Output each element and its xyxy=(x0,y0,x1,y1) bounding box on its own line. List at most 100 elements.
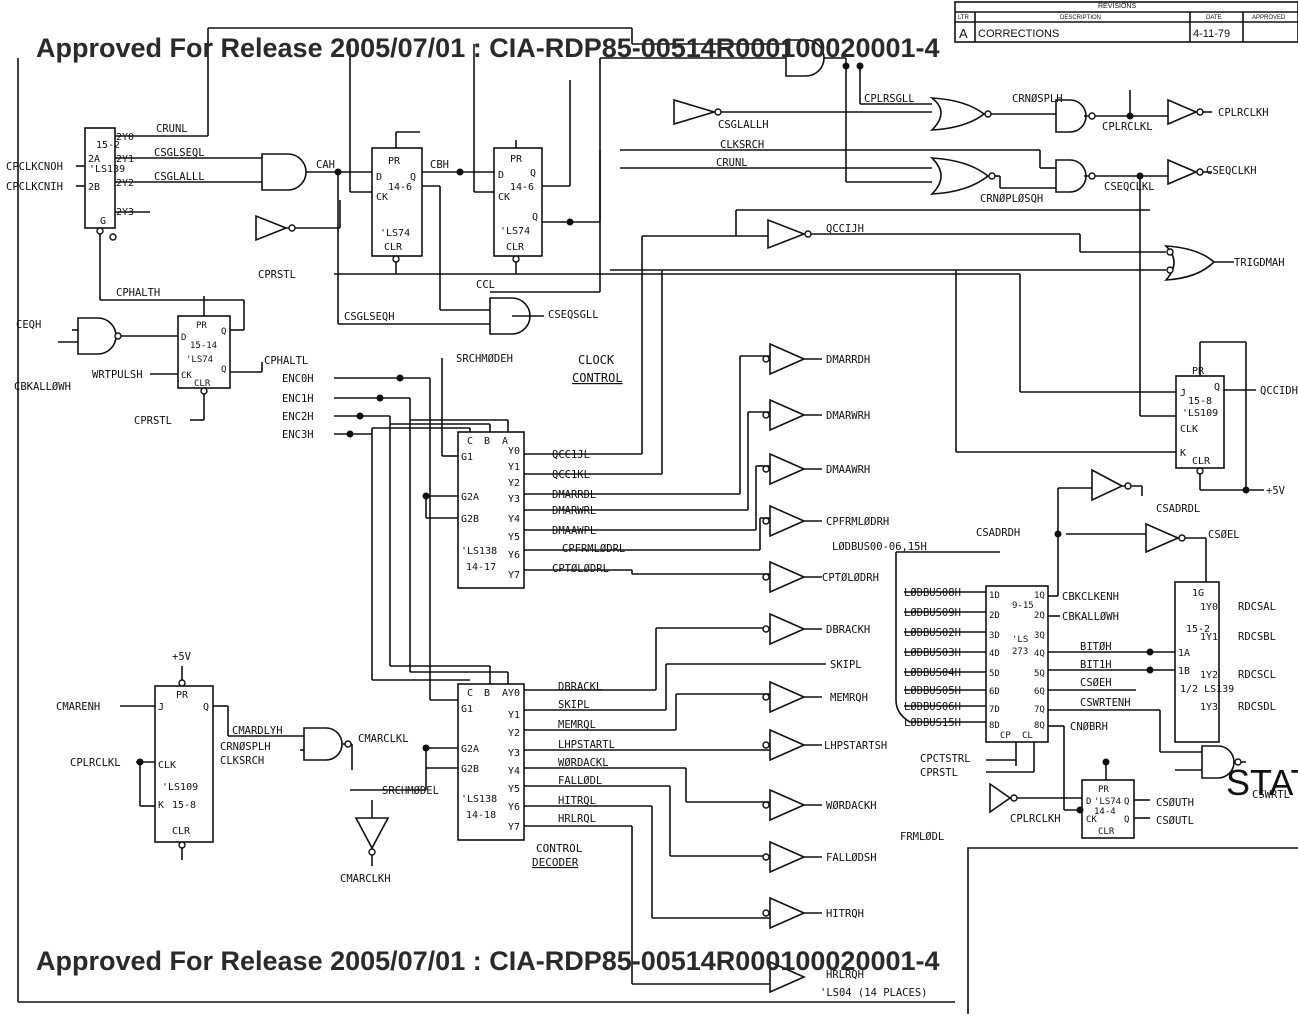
signal-label: CBKALLØWH xyxy=(1062,611,1119,623)
pin-label: PR xyxy=(1192,366,1205,377)
pin-label: Y2 xyxy=(508,478,520,489)
chip-label: 14-6 xyxy=(510,182,534,193)
signal-label: CLKSRCH xyxy=(220,755,264,767)
signal-label: +5V xyxy=(172,651,192,663)
signal-label: HRLRQL xyxy=(558,813,596,825)
signal-label: CBH xyxy=(430,159,449,171)
chip-label: 14-17 xyxy=(466,562,496,573)
pin-label: Y5 xyxy=(508,784,520,795)
pin-label: 1Y0 xyxy=(1200,602,1218,613)
signal-label: SKIPL xyxy=(558,699,590,711)
signal-label: SRCHMØDEL xyxy=(382,785,439,797)
signal-label: CNØBRH xyxy=(1070,721,1108,733)
pin-label: 2Y0 xyxy=(116,132,134,143)
signal-label: CPCLKCNOH xyxy=(6,161,63,173)
chip-label: 'LS139 xyxy=(89,164,125,175)
pin-label: PR xyxy=(1098,785,1109,795)
signal-label: MEMRQL xyxy=(558,719,596,731)
pin-label: PR xyxy=(196,321,207,331)
pin-label: Y4 xyxy=(508,766,520,777)
signal-label: CSWRTENH xyxy=(1080,697,1131,709)
chip-label: 14-6 xyxy=(388,182,412,193)
signal-label: CSØUTH xyxy=(1156,797,1194,809)
signal-label: CPTØLØDRL xyxy=(552,563,609,575)
signal-label: CPLRCLKH xyxy=(1218,107,1269,119)
pin-label: 1G xyxy=(1192,588,1204,599)
signal-label: QCC1KL xyxy=(552,469,590,481)
pin-label: 1D xyxy=(989,591,1000,601)
revisions-col-date: DATE xyxy=(1206,15,1222,21)
signal-label: CMARDLYH xyxy=(232,725,283,737)
signal-label: LØDBUS04H xyxy=(904,667,961,679)
signal-label: CSEQSGLL xyxy=(548,309,599,321)
pin-label: 3D xyxy=(989,631,1000,641)
pin-label: Y0 xyxy=(508,446,520,457)
signal-label: CSØEH xyxy=(1080,677,1112,689)
pin-label: Y7 xyxy=(508,822,520,833)
pin-label: 7Q xyxy=(1034,705,1045,715)
signal-label: CSGLALLL xyxy=(154,171,205,183)
stat-label: STAT xyxy=(1226,762,1298,803)
signal-label: ENC1H xyxy=(282,393,314,405)
signal-label: CSØUTL xyxy=(1156,815,1194,827)
signal-label: CSGLSEQH xyxy=(344,311,395,323)
signal-label: LØDBUS08H xyxy=(904,587,961,599)
pin-label: CLR xyxy=(384,242,403,253)
pin-label: Q xyxy=(1124,815,1129,825)
pin-label: B xyxy=(484,688,490,699)
pin-label: 4D xyxy=(989,649,1000,659)
pin-label: 5D xyxy=(989,669,1000,679)
pin-label: Y2 xyxy=(508,728,520,739)
pin-label: B xyxy=(484,436,490,447)
pin-label: G2A xyxy=(461,492,479,503)
pin-label: 7D xyxy=(989,705,1000,715)
pin-label: G1 xyxy=(461,704,473,715)
pin-label: Q xyxy=(221,365,226,375)
pin-label: G xyxy=(100,216,106,227)
signal-label: CSEQCLKL xyxy=(1104,181,1155,193)
pin-label: 2Y1 xyxy=(116,154,134,165)
signal-label: CCL xyxy=(476,279,495,291)
signal-label: LØDBUS02H xyxy=(904,627,961,639)
signal-label: CSGLSEQL xyxy=(154,147,205,159)
signal-label: CPFRMLØDRH xyxy=(826,516,889,528)
release-banner-bottom: Approved For Release 2005/07/01 : CIA-RD… xyxy=(36,946,940,976)
pin-label: Q xyxy=(532,212,538,223)
signal-label: MEMRQH xyxy=(830,692,868,704)
chip-label: 'LS xyxy=(1012,635,1028,645)
signal-label: CPHALTH xyxy=(116,287,160,299)
chip-label: 'LS138 xyxy=(461,794,497,805)
signal-label: CPCLKCNIH xyxy=(6,181,63,193)
signal-label: RDCSDL xyxy=(1238,701,1276,713)
signal-label: DMARWRH xyxy=(826,410,870,422)
pin-label: 1Y2 xyxy=(1200,670,1218,681)
signal-label: CBKALLØWH xyxy=(14,381,71,393)
pin-label: Y4 xyxy=(508,514,520,525)
revisions-col-ltr: LTR xyxy=(958,15,969,21)
signal-label: CSADRDL xyxy=(1156,503,1200,515)
pin-label: CLK xyxy=(1180,424,1198,435)
revisions-row-date: 4-11-79 xyxy=(1193,28,1231,40)
signal-label: +5V xyxy=(1266,485,1286,497)
pin-label: 2Y2 xyxy=(116,178,134,189)
chip-label: 14-18 xyxy=(466,810,496,821)
signal-label: DBRACKL xyxy=(558,681,602,693)
pin-label: A xyxy=(502,436,508,447)
signal-label: ENC0H xyxy=(282,373,314,385)
pin-label: Y3 xyxy=(508,748,520,759)
signal-label: CPRSTL xyxy=(258,269,296,281)
signal-label: DMARRDH xyxy=(826,354,870,366)
signal-label: CAH xyxy=(316,159,335,171)
signal-label: QCC1JL xyxy=(552,449,590,461)
signal-label: LHPSTARTL xyxy=(558,739,615,751)
signal-label: QCCIJH xyxy=(826,223,864,235)
signal-label: SRCHMØDEH xyxy=(456,353,513,365)
signal-label: CSGLALLH xyxy=(718,119,769,131)
pin-label: G2A xyxy=(461,744,479,755)
signal-label: CSADRDH xyxy=(976,527,1020,539)
signal-label: WØRDACKH xyxy=(826,800,877,812)
pin-label: PR xyxy=(176,690,189,701)
signal-label: HITRQH xyxy=(826,908,864,920)
pin-label: Y1 xyxy=(508,462,520,473)
signal-label: CEQH xyxy=(16,319,41,331)
